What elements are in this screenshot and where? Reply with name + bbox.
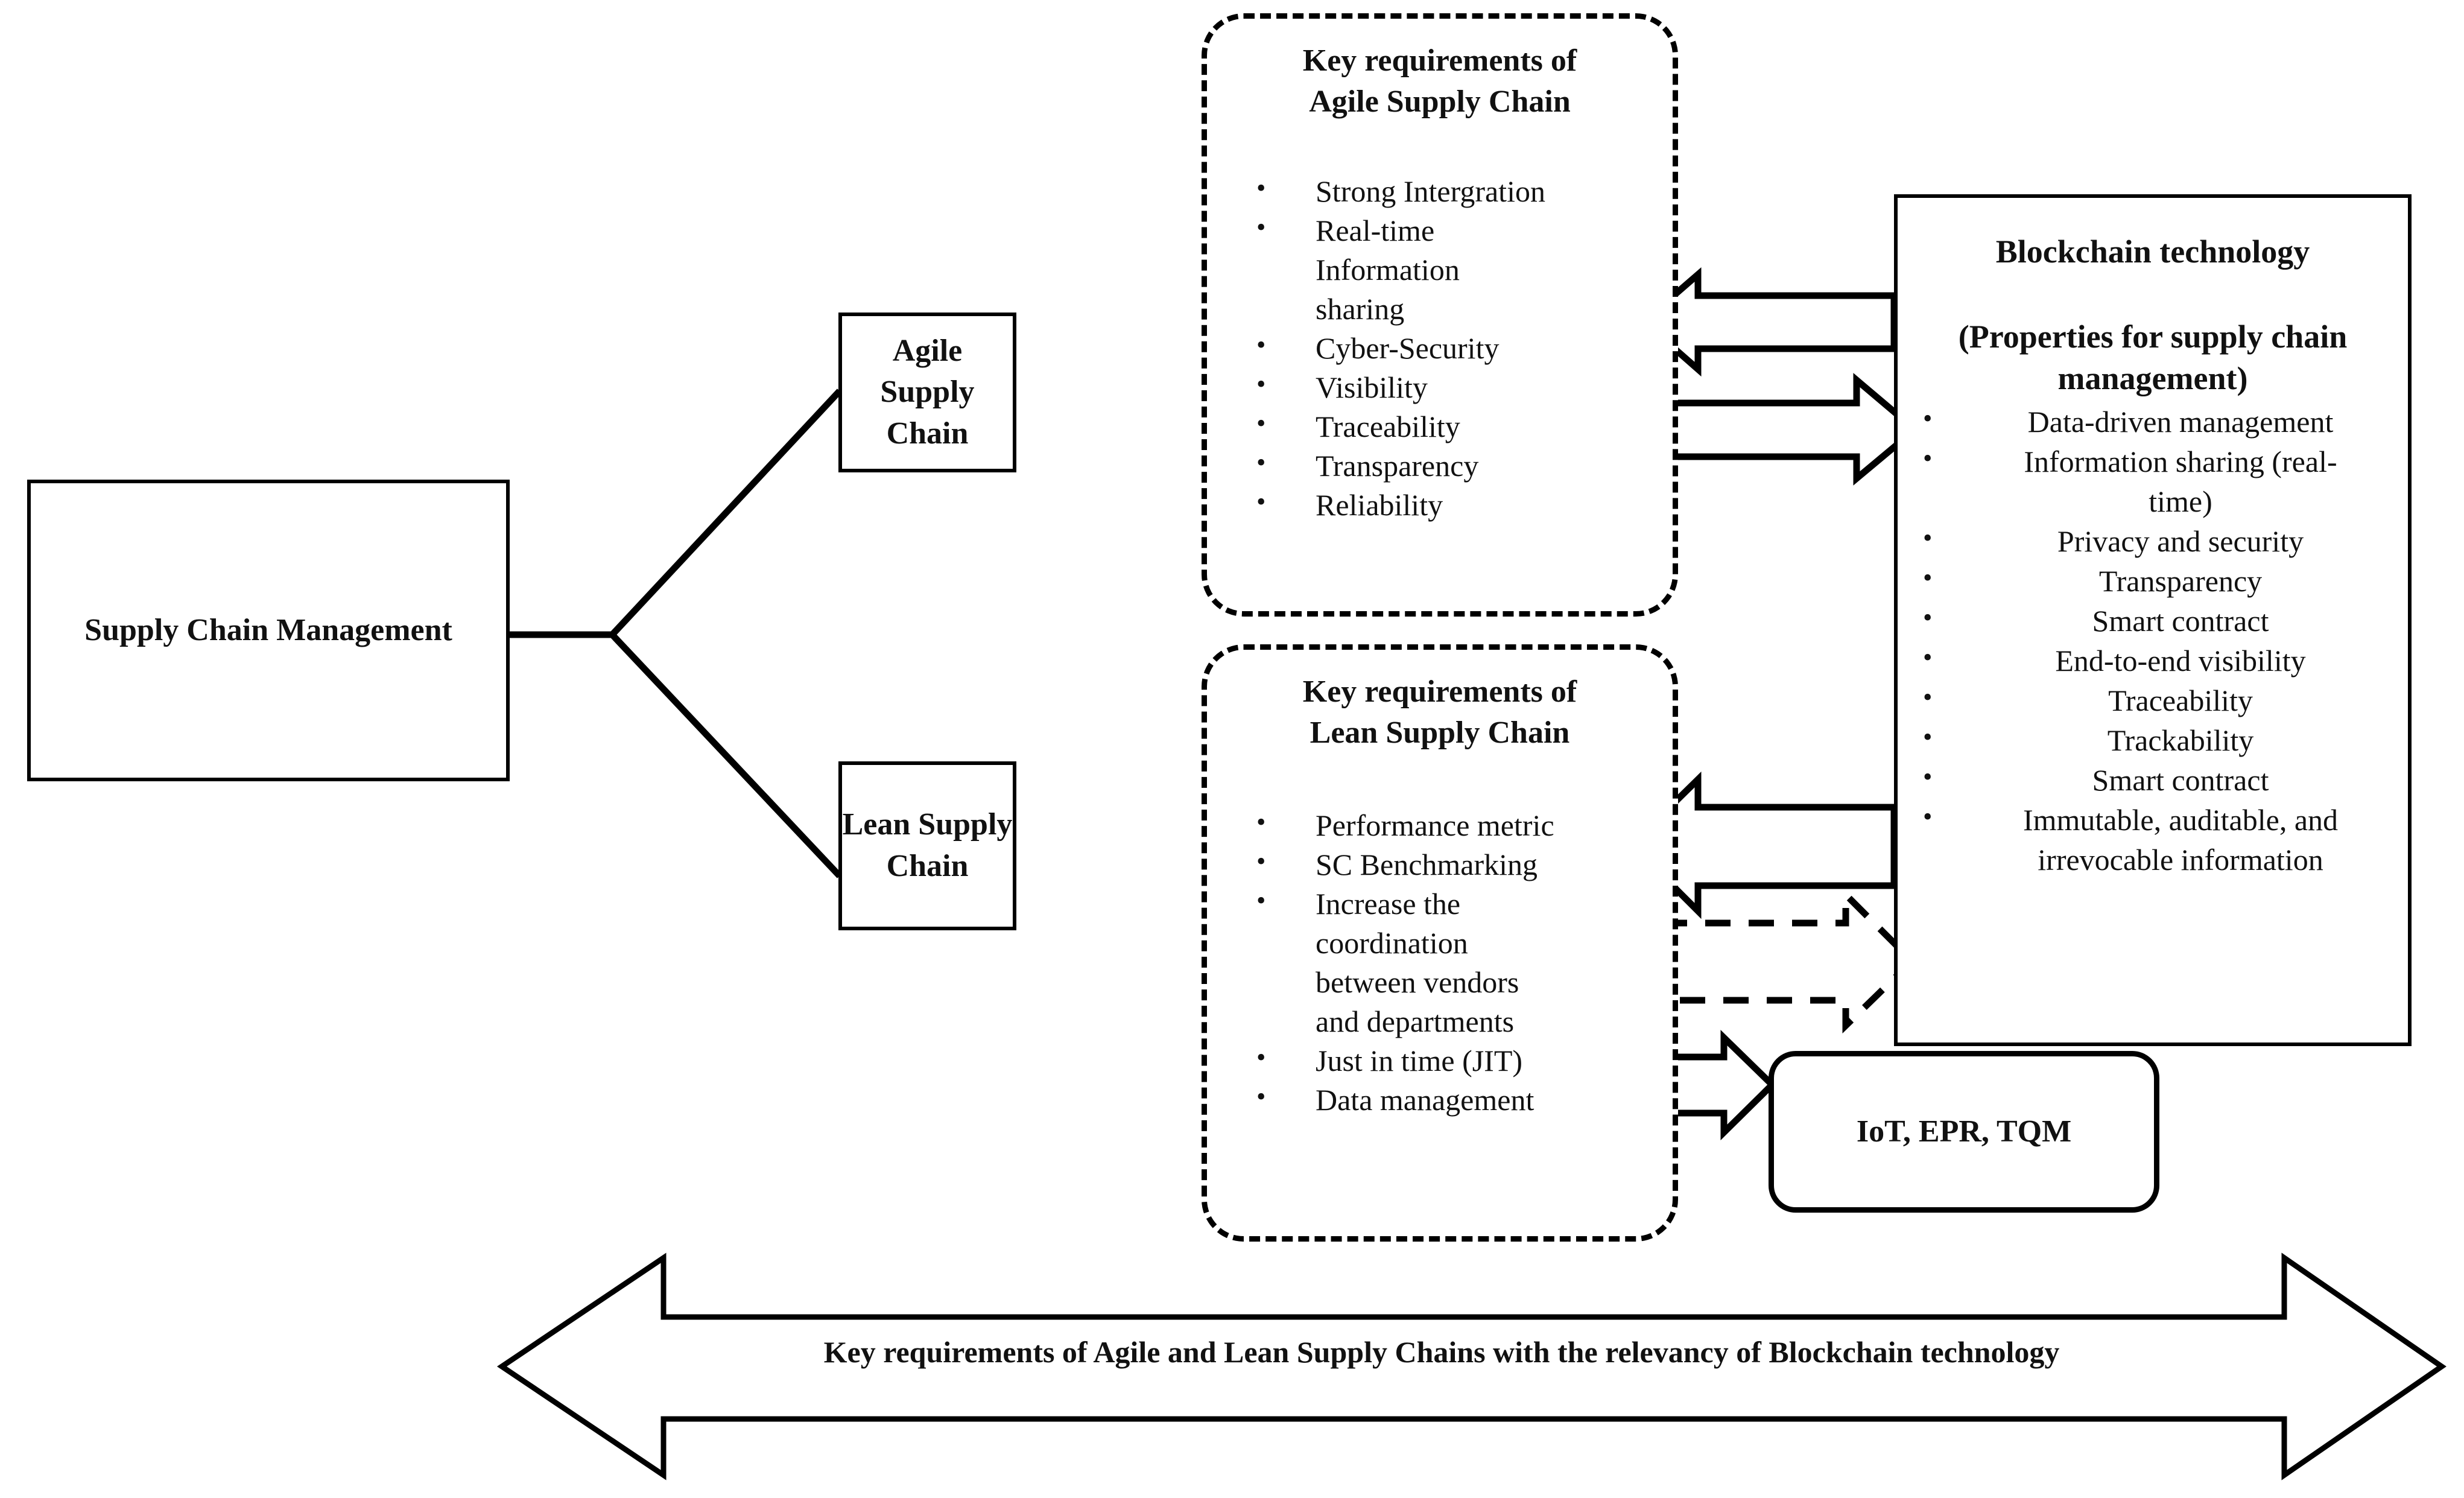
- node-agile-supply-chain-label: Agile Supply Chain: [880, 333, 975, 451]
- node-iot-epr-tqm-label: IoT, EPR, TQM: [1856, 1114, 2072, 1149]
- lean-requirements-list: Performance metric SC Benchmarking Incre…: [1249, 805, 1648, 1120]
- list-item: Information: [1316, 253, 1460, 287]
- panel-blockchain-technology[interactable]: Blockchain technology (Properties for su…: [1894, 194, 2412, 1046]
- list-item: Cyber-Security: [1249, 328, 1648, 367]
- list-item: Strong Intergration: [1249, 171, 1648, 211]
- list-item: sharing: [1316, 292, 1405, 326]
- arrow-agile-to-blockchain: [1659, 373, 1921, 486]
- list-item: Immutable, auditable, and: [1918, 800, 2396, 839]
- list-item: Information sharing (real-: [1918, 442, 2396, 481]
- arrow-blockchain-to-agile: [1638, 267, 1898, 377]
- list-item: Performance metric: [1249, 805, 1648, 845]
- list-item: Transparency: [1249, 446, 1648, 485]
- list-item: Traceability: [1918, 681, 2396, 720]
- list-item: and departments: [1316, 1004, 1515, 1038]
- list-item: Smart contract: [1918, 601, 2396, 640]
- panel-blockchain-subtitle: (Properties for supply chain management): [1958, 319, 2348, 397]
- panel-lean-requirements: Key requirements of Lean Supply Chain Pe…: [1202, 644, 1678, 1242]
- list-item: Smart contract: [1918, 760, 2396, 799]
- node-lean-supply-chain-label: Lean Supply Chain: [842, 807, 1013, 883]
- panel-lean-requirements-title: Key requirements of Lean Supply Chain: [1302, 674, 1577, 750]
- list-item: between vendors: [1316, 965, 1519, 999]
- node-supply-chain-management[interactable]: Supply Chain Management: [27, 480, 510, 781]
- list-item: Reliability: [1249, 485, 1648, 524]
- list-item: Data-driven management: [1918, 402, 2396, 441]
- node-iot-epr-tqm[interactable]: IoT, EPR, TQM: [1769, 1051, 2159, 1213]
- list-item: End-to-end visibility: [1918, 641, 2396, 680]
- list-item: Just in time (JIT): [1249, 1041, 1648, 1080]
- panel-agile-requirements-title: Key requirements of Agile Supply Chain: [1302, 43, 1577, 119]
- list-item: coordination: [1316, 926, 1468, 960]
- list-item: Transparency: [1918, 561, 2396, 600]
- scm-fork-connector: [510, 389, 843, 878]
- list-item: Trackability: [1918, 720, 2396, 760]
- node-supply-chain-management-label: Supply Chain Management: [84, 612, 452, 647]
- list-item: Visibility: [1249, 367, 1648, 407]
- arrow-lean-to-iot: [1661, 1029, 1777, 1141]
- arrow-lean-to-blockchain-dashed: [1658, 886, 1917, 1034]
- panel-agile-requirements: Key requirements of Agile Supply Chain S…: [1202, 13, 1678, 617]
- list-item: Traceability: [1249, 407, 1648, 446]
- list-item: SC Benchmarking: [1249, 845, 1648, 884]
- list-item: Increase the: [1249, 884, 1648, 923]
- list-item: irrevocable information: [2038, 843, 2323, 877]
- panel-blockchain-title: Blockchain technology: [1995, 233, 2310, 270]
- blockchain-properties-list: Data-driven management Information shari…: [1918, 402, 2396, 881]
- node-agile-supply-chain[interactable]: Agile Supply Chain: [838, 313, 1016, 472]
- list-item: Data management: [1249, 1080, 1648, 1119]
- list-item: Real-time: [1249, 211, 1648, 250]
- list-item: Privacy and security: [1918, 521, 2396, 560]
- agile-requirements-list: Strong Intergration Real-time Informatio…: [1249, 171, 1648, 525]
- list-item: time): [2149, 484, 2212, 518]
- node-lean-supply-chain[interactable]: Lean Supply Chain: [838, 761, 1016, 930]
- diagram-caption: Key requirements of Agile and Lean Suppl…: [823, 1335, 2060, 1369]
